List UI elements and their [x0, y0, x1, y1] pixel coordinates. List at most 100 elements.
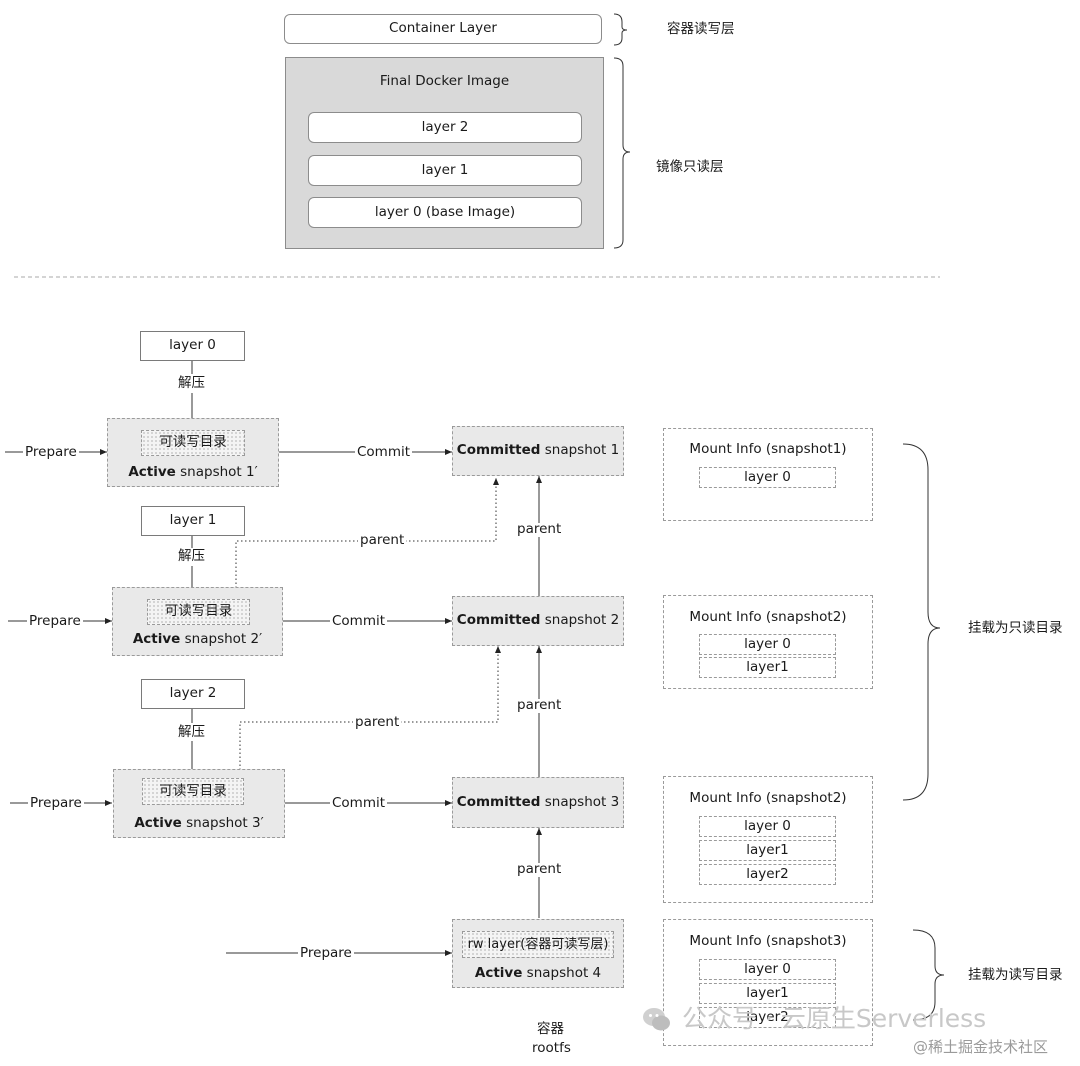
mount-layer: layer 0 [699, 959, 836, 980]
committed-bold: Committed [456, 442, 541, 459]
mount-info-box: Mount Info (snapshot2) layer 0 layer1 [663, 595, 873, 689]
image-layer-label: layer 0 (base Image) [374, 203, 516, 220]
active-bold: Active [474, 965, 523, 981]
active-bold: Active [134, 815, 182, 831]
mount-info-title: Mount Info (snapshot1) [689, 441, 847, 457]
mount-layer: layer1 [699, 983, 836, 1004]
committed-snapshot-name: snapshot 1 [540, 442, 620, 459]
committed-snapshot-label: Committed snapshot 2 [457, 614, 619, 628]
juejin-watermark: @稀土掘金技术社区 [913, 1038, 1049, 1056]
decompress-label: 解压 [178, 375, 205, 391]
commit-label: Commit [330, 613, 388, 629]
decompress-label: 解压 [178, 548, 205, 564]
prepare-label: Prepare [23, 444, 79, 460]
mount-layer: layer 0 [699, 467, 836, 488]
prepare-label: Prepare [28, 795, 84, 811]
mount-layer: layer1 [699, 657, 836, 678]
mount-layer: layer 0 [699, 634, 836, 655]
commit-label: Commit [330, 795, 388, 811]
committed-bold: Committed [456, 612, 541, 629]
mount-layer: layer 0 [699, 816, 836, 837]
container-caption: rootfs [532, 1040, 571, 1056]
wechat-icon [641, 1004, 673, 1036]
active-snapshot-name: snapshot 2′ [180, 631, 263, 647]
active-snapshot-label: Active snapshot 1′ [108, 464, 278, 480]
source-layer-label: layer 1 [169, 512, 217, 529]
mount-info-box: Mount Info (snapshot2) layer 0 layer1 la… [663, 776, 873, 903]
mount-layer-label: layer2 [746, 1008, 789, 1025]
container-layer-label: Container Layer [389, 20, 497, 37]
mount-layer-label: layer 0 [744, 960, 791, 977]
parent-label: parent [353, 714, 402, 730]
source-layer-label: layer 0 [169, 337, 216, 354]
committed-snapshot-box: Committed snapshot 2 [452, 596, 624, 646]
image-layer-note: 镜像只读层 [656, 159, 724, 175]
readonly-mount-note: 挂载为只读目录 [968, 620, 1063, 636]
mount-layer: layer2 [699, 864, 836, 885]
brace-readonly [902, 443, 941, 801]
container-layer-note: 容器读写层 [667, 21, 735, 37]
parent-label: parent [515, 861, 564, 877]
brace-container [613, 13, 628, 46]
mount-layer-label: layer 0 [744, 468, 791, 485]
committed-snapshot-box: Committed snapshot 1 [452, 426, 624, 476]
committed-snapshot-label: Committed snapshot 3 [456, 793, 620, 810]
rw-directory: 可读写目录 [147, 599, 250, 625]
mount-layer-label: layer1 [746, 658, 789, 675]
image-layer-box: layer 1 [308, 155, 582, 186]
image-layer-box: layer 2 [308, 112, 582, 143]
active-snapshot-box: 可读写目录 Active snapshot 1′ [107, 418, 279, 487]
parent-label: parent [515, 521, 564, 537]
readwrite-mount-note: 挂载为读写目录 [968, 967, 1063, 983]
mount-layer: layer2 [699, 1007, 836, 1028]
container-layer-box: Container Layer [284, 14, 602, 44]
parent-label: parent [515, 697, 564, 713]
image-layer-box: layer 0 (base Image) [308, 197, 582, 228]
active-snapshot-name: snapshot 3′ [181, 815, 264, 831]
prepare-label: Prepare [298, 945, 354, 961]
source-layer-box: layer 1 [141, 506, 245, 536]
active-bold: Active [128, 464, 176, 480]
rw-directory: 可读写目录 [142, 778, 244, 805]
rw-layer-label: rw layer(容器可读写层) [467, 937, 609, 952]
commit-label: Commit [355, 444, 413, 460]
rw-directory: 可读写目录 [141, 430, 245, 456]
mount-info-title: Mount Info (snapshot2) [689, 790, 847, 806]
mount-layer-label: layer 0 [744, 817, 791, 834]
image-layer-label: layer 2 [421, 118, 469, 135]
active-snapshot-box: 可读写目录 Active snapshot 2′ [112, 587, 283, 656]
source-layer-box: layer 0 [140, 331, 245, 361]
active-snapshot-name: snapshot 1′ [175, 464, 258, 480]
active-bold: Active [132, 631, 181, 647]
active-snapshot-4-box: rw layer(容器可读写层) Active snapshot 4 [452, 919, 624, 988]
parent-label: parent [358, 532, 407, 548]
rw-layer: rw layer(容器可读写层) [462, 931, 614, 958]
mount-info-box: Mount Info (snapshot3) layer 0 layer1 la… [663, 919, 873, 1046]
mount-info-box: Mount Info (snapshot1) layer 0 [663, 428, 873, 521]
active-snapshot-label: Active snapshot 3′ [114, 815, 284, 831]
decompress-label: 解压 [178, 724, 205, 740]
committed-snapshot-name: snapshot 2 [540, 612, 620, 629]
final-docker-image-box: Final Docker Image layer 2 layer 1 layer… [285, 57, 604, 249]
active-snapshot-label: Active snapshot 2′ [113, 631, 282, 647]
mount-layer-label: layer1 [746, 841, 789, 858]
rw-directory-label: 可读写目录 [164, 603, 233, 620]
mount-layer-label: layer2 [746, 865, 789, 882]
brace-image [613, 57, 631, 249]
source-layer-label: layer 2 [169, 685, 217, 702]
prepare-label: Prepare [27, 613, 83, 629]
active-snapshot-box: 可读写目录 Active snapshot 3′ [113, 769, 285, 838]
mount-layer-label: layer 0 [744, 635, 791, 652]
committed-snapshot-name: snapshot 3 [540, 793, 620, 810]
source-layer-box: layer 2 [141, 679, 245, 709]
committed-snapshot-label: Committed snapshot 1 [457, 444, 619, 458]
wechat-icon-glyph [643, 1008, 670, 1031]
rw-directory-label: 可读写目录 [159, 782, 227, 799]
mount-info-title: Mount Info (snapshot3) [689, 933, 847, 949]
committed-snapshot-box: Committed snapshot 3 [452, 777, 624, 828]
image-layer-label: layer 1 [421, 161, 469, 178]
container-caption: 容器 [537, 1021, 564, 1037]
mount-info-title: Mount Info (snapshot2) [689, 609, 847, 625]
committed-bold: Committed [456, 793, 541, 810]
wechat-watermark: 公众号 · 云原生Serverless [682, 1004, 987, 1033]
